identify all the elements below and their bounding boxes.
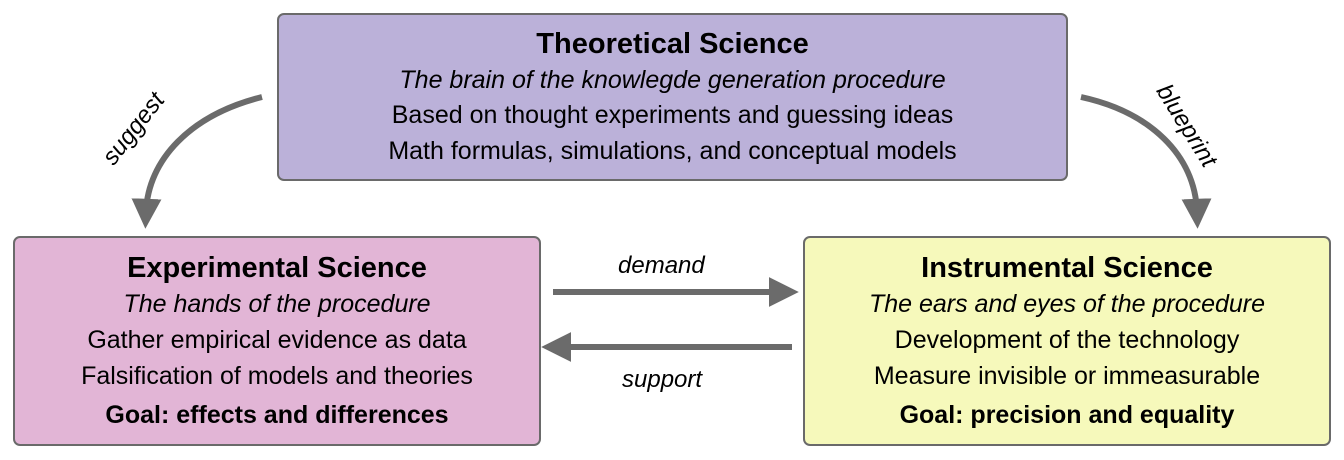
instrumental-line: Measure invisible or immeasurable	[873, 362, 1261, 390]
theoretical-science-box: Theoretical Science The brain of the kno…	[277, 13, 1068, 181]
instrumental-science-box: Instrumental Science The ears and eyes o…	[803, 236, 1331, 446]
theoretical-title: Theoretical Science	[536, 28, 809, 60]
instrumental-title: Instrumental Science	[921, 252, 1213, 284]
experimental-subtitle: The hands of the procedure	[123, 290, 431, 318]
experimental-line: Gather empirical evidence as data	[87, 326, 467, 354]
theoretical-line: Math formulas, simulations, and conceptu…	[388, 136, 957, 165]
suggest-arrow	[131, 94, 263, 229]
experimental-title: Experimental Science	[127, 252, 427, 284]
instrumental-subtitle: The ears and eyes of the procedure	[868, 290, 1266, 318]
demand-label: demand	[618, 252, 705, 279]
blueprint-arrow	[1080, 94, 1212, 229]
experimental-science-box: Experimental Science The hands of the pr…	[13, 236, 541, 446]
support-label: support	[622, 366, 703, 393]
instrumental-goal: Goal: precision and equality	[899, 401, 1235, 429]
theoretical-subtitle: The brain of the knowlegde generation pr…	[399, 65, 946, 94]
experimental-goal: Goal: effects and differences	[105, 401, 449, 429]
instrumental-line: Development of the technology	[894, 326, 1240, 354]
theoretical-line: Based on thought experiments and guessin…	[391, 101, 954, 129]
experimental-line: Falsification of models and theories	[81, 362, 473, 390]
